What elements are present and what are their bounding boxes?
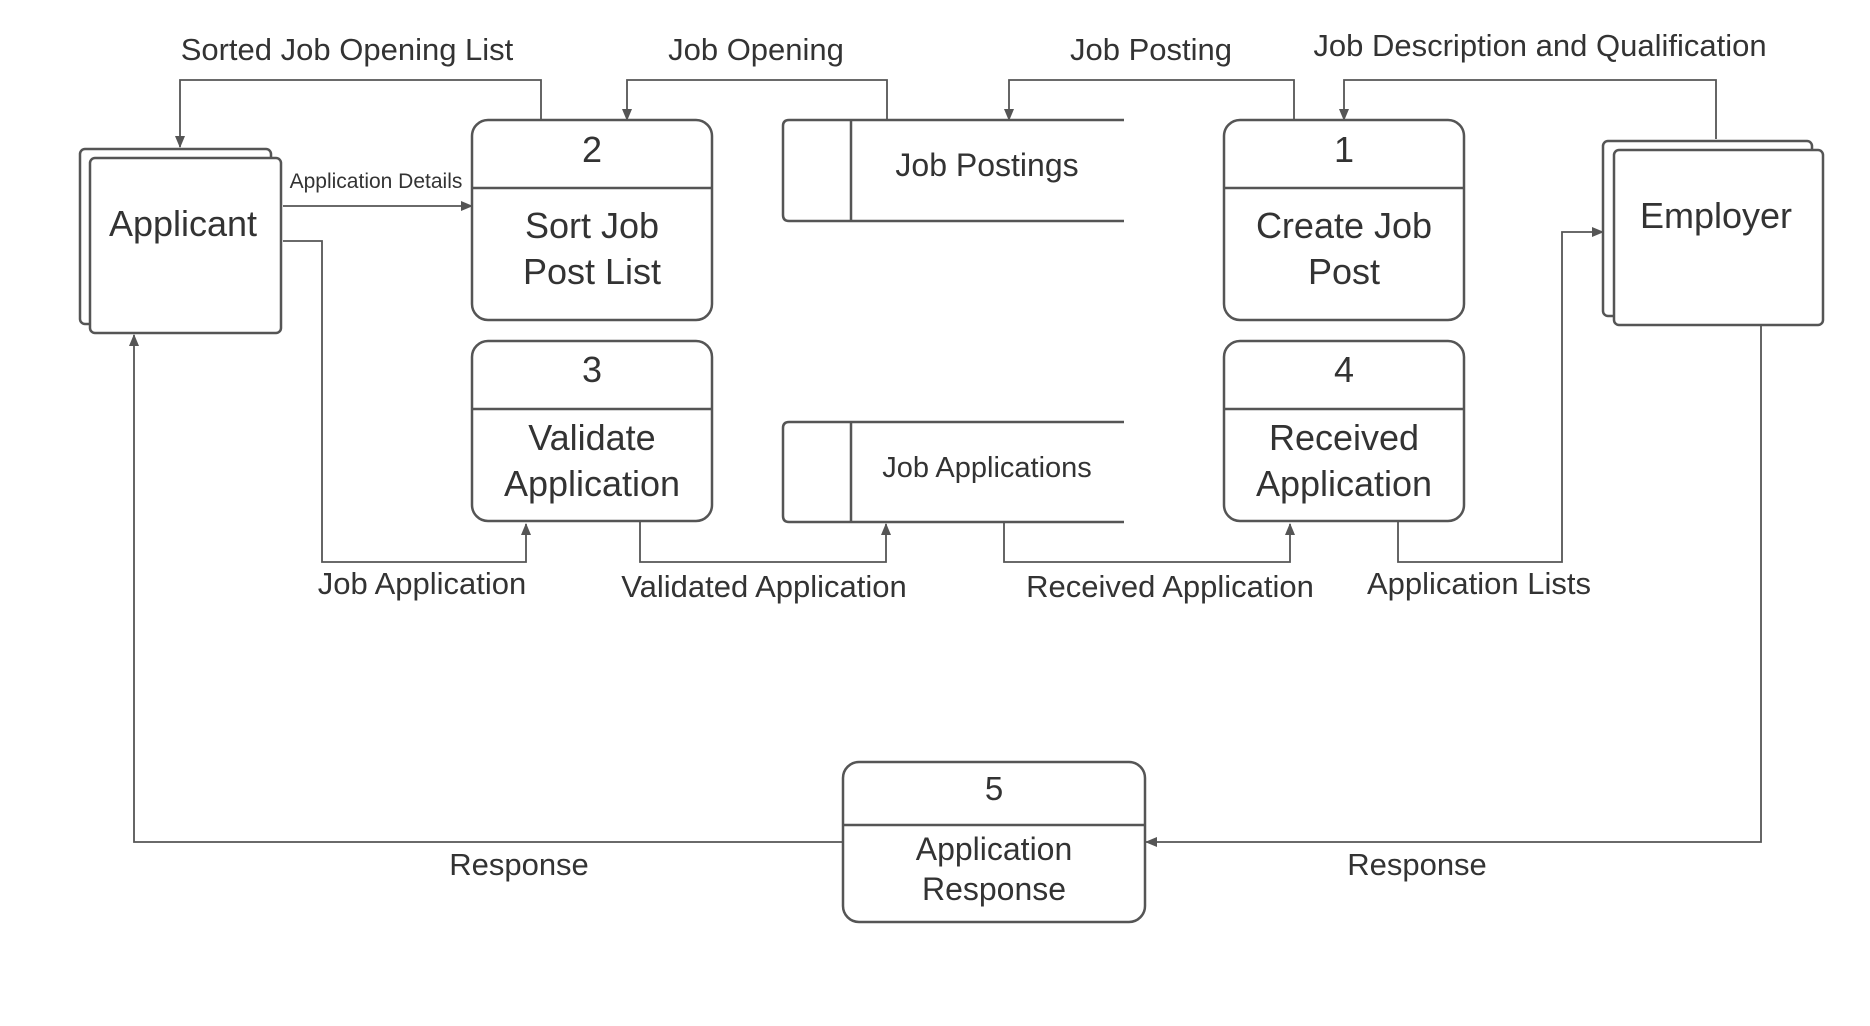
label-response-left: Response: [449, 847, 589, 882]
process-4-line1: Received: [1269, 417, 1419, 458]
store-job-postings-label: Job Postings: [895, 147, 1078, 183]
label-job-opening: Job Opening: [668, 32, 844, 67]
process-4-received-application: 4 Received Application: [1222, 339, 1466, 523]
flow-lines: [129, 79, 1762, 847]
store-job-applications-label: Job Applications: [882, 452, 1092, 484]
process-2-line1: Sort Job: [525, 205, 659, 246]
process-1-create-job-post: 1 Create Job Post: [1222, 118, 1466, 322]
flow-sorted-job-opening-list: [175, 79, 542, 148]
flow-job-application: [283, 240, 531, 563]
flow-labels: Sorted Job Opening List Job Opening Job …: [181, 28, 1767, 882]
label-application-lists: Application Lists: [1367, 566, 1591, 601]
label-job-application: Job Application: [318, 566, 527, 601]
process-2-line2: Post List: [523, 251, 661, 292]
process-5-line1: Application: [916, 831, 1073, 867]
label-received-application: Received Application: [1026, 569, 1314, 604]
process-3-number: 3: [582, 349, 602, 390]
entity-employer-label: Employer: [1640, 195, 1792, 236]
flow-job-posting: [1004, 79, 1295, 121]
label-job-description: Job Description and Qualification: [1313, 28, 1766, 63]
label-response-right: Response: [1347, 847, 1487, 882]
process-5-line2: Response: [922, 871, 1066, 907]
process-3-line2: Application: [504, 463, 680, 504]
store-job-postings: Job Postings: [781, 118, 1124, 223]
flow-response-right: [1145, 324, 1762, 847]
process-3-line1: Validate: [528, 417, 655, 458]
process-1-number: 1: [1334, 129, 1354, 170]
label-validated-application: Validated Application: [621, 569, 907, 604]
entity-applicant: Applicant: [78, 147, 283, 335]
process-1-line1: Create Job: [1256, 205, 1432, 246]
flow-job-opening: [622, 79, 888, 121]
flow-application-lists: [1397, 227, 1604, 563]
flow-response-left: [129, 334, 843, 843]
process-4-line2: Application: [1256, 463, 1432, 504]
flow-validated-application: [639, 522, 891, 563]
process-5-application-response: 5 Application Response: [841, 760, 1147, 924]
store-job-applications: Job Applications: [781, 420, 1124, 524]
flow-received-application: [1003, 522, 1295, 563]
label-application-details: Application Details: [290, 170, 463, 193]
process-3-validate-application: 3 Validate Application: [470, 339, 714, 523]
label-job-posting: Job Posting: [1070, 32, 1232, 67]
process-2-number: 2: [582, 129, 602, 170]
entity-employer: Employer: [1601, 139, 1825, 327]
entity-applicant-label: Applicant: [109, 203, 257, 244]
label-sorted-job-opening-list: Sorted Job Opening List: [181, 32, 514, 67]
process-5-number: 5: [985, 770, 1003, 807]
process-4-number: 4: [1334, 349, 1354, 390]
process-1-line2: Post: [1308, 251, 1380, 292]
process-2-sort-job-post-list: 2 Sort Job Post List: [470, 118, 714, 322]
flow-job-description: [1339, 79, 1717, 139]
